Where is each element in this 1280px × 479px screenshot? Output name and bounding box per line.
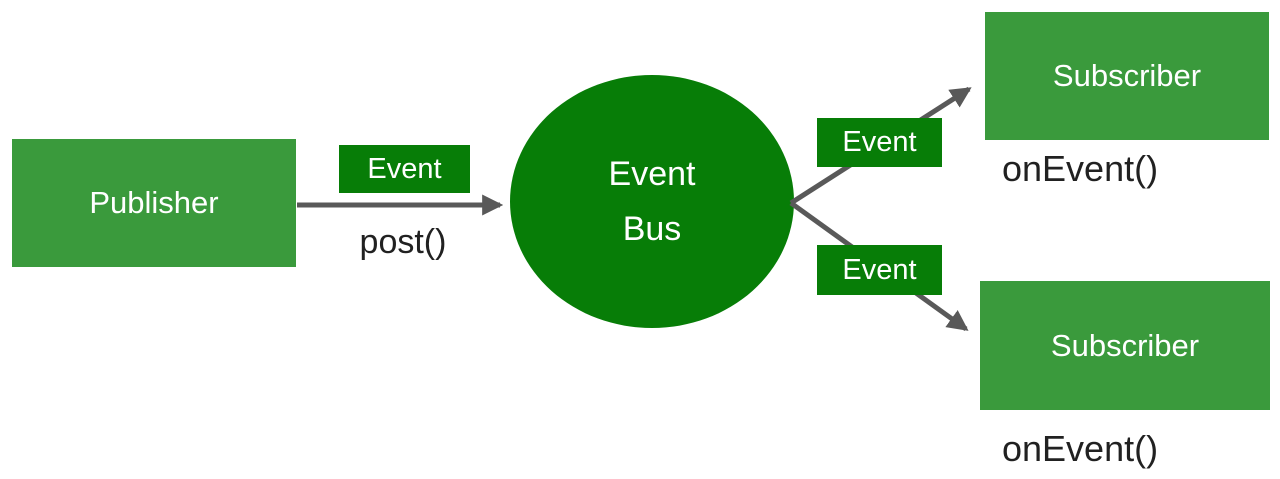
post-method-text: post(): [359, 223, 447, 261]
subscriber-top-label: Subscriber: [1052, 58, 1202, 93]
subscriber-top-method-text: onEvent(): [1002, 148, 1159, 189]
publish-event-label-text: Event: [367, 152, 442, 185]
subscriber-top-node: Subscriber: [985, 12, 1269, 140]
publisher-node: Publisher: [12, 139, 296, 267]
deliver-bottom-event-label-text: Event: [842, 253, 917, 286]
event-bus-node: Event Bus: [510, 75, 794, 328]
subscriber-bottom-method-text: onEvent(): [1002, 428, 1159, 469]
subscriber-bottom-node: Subscriber: [980, 281, 1270, 410]
deliver-top-event-label-text: Event: [842, 126, 917, 158]
publish-event-label: Event: [339, 145, 470, 193]
event-bus-label-line1: Event: [608, 154, 696, 193]
subscriber-bottom-label: Subscriber: [1050, 327, 1200, 363]
publisher-label: Publisher: [89, 185, 219, 220]
deliver-bottom-event-label: Event: [817, 245, 942, 295]
event-bus-label-line2: Bus: [622, 209, 682, 248]
deliver-top-event-label: Event: [817, 118, 942, 167]
